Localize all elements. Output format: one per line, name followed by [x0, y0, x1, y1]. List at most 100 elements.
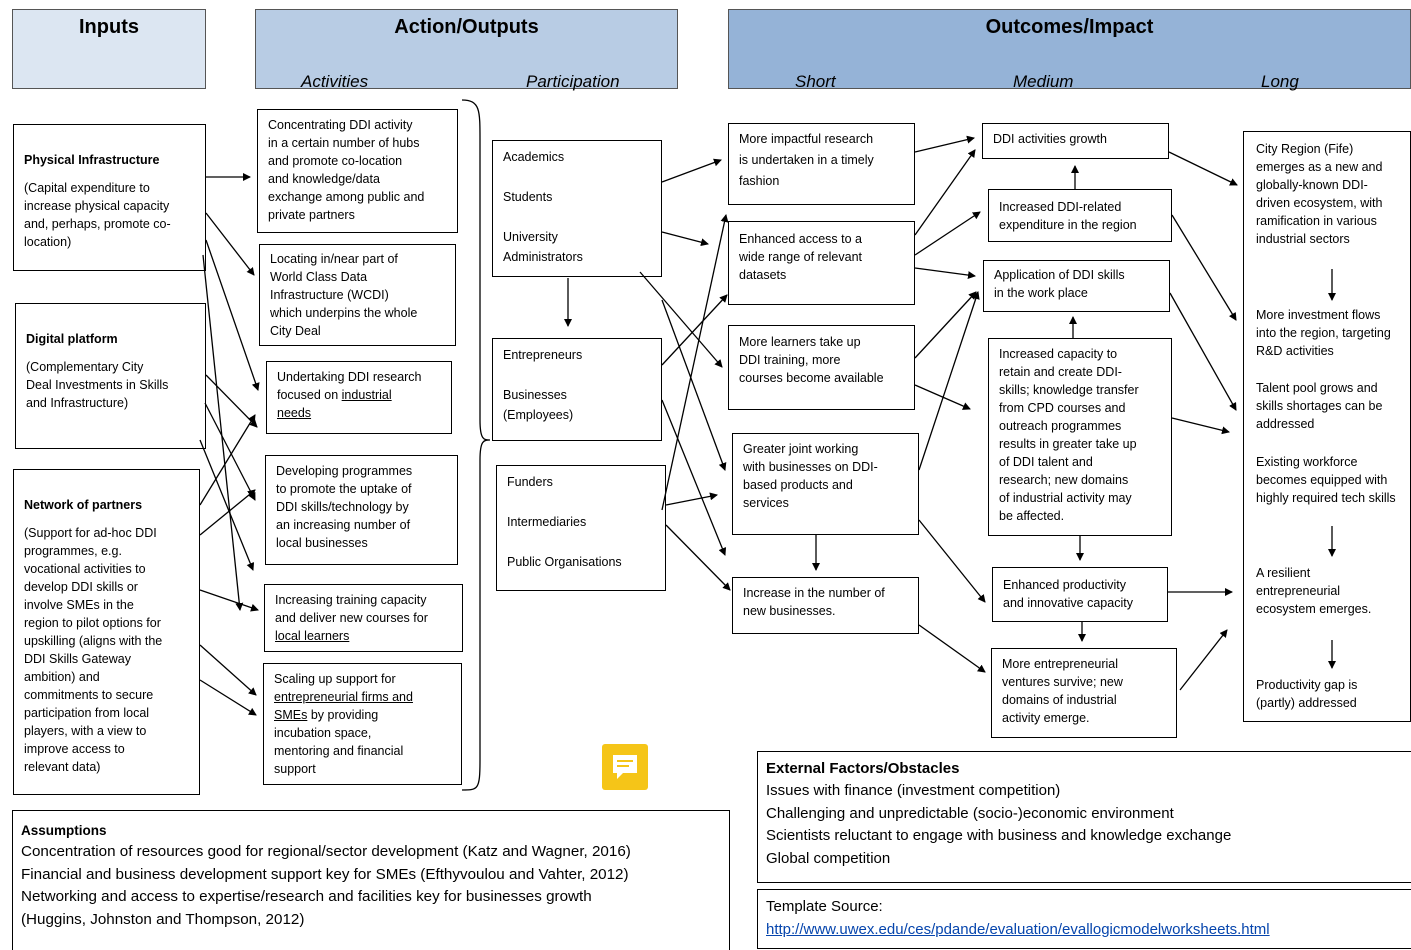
activity-underlined-text: entrepreneurial firms and	[274, 690, 413, 704]
short-enhanced-access: Enhanced access to a wide range of relev…	[728, 221, 915, 305]
participant-label: University	[503, 230, 558, 244]
input-text: and Infrastructure)	[26, 396, 129, 410]
medium-enhanced-productivity: Enhanced productivity and innovative cap…	[992, 567, 1168, 622]
input-text: involve SMEs in the	[24, 598, 134, 612]
input-text: and, perhaps, promote co-	[24, 217, 171, 231]
outcome-text: from CPD courses and	[999, 401, 1126, 415]
external-factor-item: Scientists reluctant to engage with busi…	[766, 827, 1232, 844]
arrow	[199, 489, 256, 536]
arrow	[199, 439, 255, 571]
participant-label: Academics	[503, 150, 565, 164]
input-text: commitments to secure	[24, 688, 154, 702]
input-digital-platform: Digital platform (Complementary City Dea…	[15, 303, 206, 449]
arrow	[914, 267, 976, 280]
outcome-text: Talent pool grows and	[1256, 381, 1378, 395]
activity-text: Scaling up support for	[274, 672, 396, 686]
outcome-text: be affected.	[999, 509, 1065, 523]
arrow	[665, 492, 718, 506]
activity-text: World Class Data	[270, 270, 368, 284]
arrow	[199, 679, 257, 716]
input-text: vocational activities to	[24, 562, 146, 576]
long-outcomes-box: City Region (Fife) emerges as a new and …	[1243, 131, 1411, 722]
input-text: (Complementary City	[26, 360, 144, 374]
outcome-text: wide range of relevant	[739, 250, 862, 264]
activity-text: focused on	[277, 388, 342, 402]
input-physical-infrastructure: Physical Infrastructure (Capital expendi…	[13, 124, 206, 271]
arrow	[199, 644, 257, 696]
activity-text: mentoring and financial	[274, 744, 404, 758]
input-text: location)	[24, 235, 72, 249]
template-source-label: Template Source:	[766, 898, 883, 915]
activity-developing-programmes: Developing programmes to promote the upt…	[265, 455, 458, 565]
outcome-text: DDI activities growth	[993, 132, 1107, 146]
activity-text: Undertaking DDI research	[277, 370, 422, 384]
participant-label: Public Organisations	[507, 555, 622, 569]
actions-title: Action/Outputs	[394, 16, 539, 38]
outcome-text: Productivity gap is	[1256, 678, 1358, 692]
arrow	[205, 374, 258, 428]
arrow	[199, 414, 256, 506]
long-productivity-gap: Productivity gap is (partly) addressed	[1256, 676, 1357, 712]
arrow	[661, 231, 709, 247]
outcome-text: ventures survive; new	[1002, 675, 1123, 689]
activity-text: Developing programmes	[276, 464, 413, 478]
outcome-text: outreach programmes	[999, 419, 1122, 433]
participant-label: Funders	[507, 475, 553, 489]
input-title: Network of partners	[24, 498, 143, 512]
arrow	[1171, 214, 1237, 321]
assumption-item: (Huggins, Johnston and Thompson, 2012)	[21, 910, 305, 928]
outcome-text: courses become available	[739, 371, 884, 385]
activity-text: Concentrating DDI activity	[268, 118, 413, 132]
outcome-text: research; new domains	[999, 473, 1129, 487]
outcome-text: domains of industrial	[1002, 693, 1117, 707]
input-text: (Support for ad-hoc DDI	[24, 526, 157, 540]
long-workforce: Existing workforce becomes equipped with…	[1256, 453, 1396, 507]
arrow	[914, 291, 977, 359]
arrow	[1179, 629, 1228, 691]
outcome-text: ecosystem emerges.	[1256, 602, 1372, 616]
arrow	[661, 158, 722, 183]
outcome-text: More learners take up	[739, 335, 861, 349]
long-ecosystem: City Region (Fife) emerges as a new and …	[1256, 140, 1382, 248]
inputs-title: Inputs	[79, 16, 139, 38]
external-factor-item: Global competition	[766, 849, 891, 867]
medium-ddi-expenditure: Increased DDI-related expenditure in the…	[988, 189, 1172, 242]
arrow	[199, 589, 259, 612]
activity-wcdi: Locating in/near part of World Class Dat…	[259, 244, 456, 346]
outcome-text: R&D activities	[1256, 344, 1334, 358]
arrow	[914, 384, 971, 410]
assumption-item: Concentration of resources good for regi…	[21, 843, 631, 860]
template-source-link[interactable]: http://www.uwex.edu/ces/pdande/evaluatio…	[766, 920, 1270, 938]
outcome-text: becomes equipped with	[1256, 473, 1388, 487]
assumptions-box: Assumptions Concentration of resources g…	[12, 810, 730, 950]
participant-label: Businesses	[503, 388, 567, 402]
external-factors-box: External Factors/Obstacles Issues with f…	[757, 751, 1411, 883]
outcome-text: ramification in various	[1256, 214, 1377, 228]
input-text: players, with a view to	[24, 724, 147, 738]
short-new-businesses: Increase in the number of new businesses…	[732, 577, 919, 634]
medium-entrepreneurial-ventures: More entrepreneurial ventures survive; n…	[991, 648, 1177, 738]
activity-training-capacity: Increasing training capacity and deliver…	[264, 584, 463, 652]
outcome-text: into the region, targeting	[1256, 326, 1391, 340]
outcome-text: fashion	[739, 174, 780, 188]
external-factor-item: Issues with finance (investment competit…	[766, 782, 1061, 799]
outcome-text: Enhanced access to a	[739, 232, 862, 246]
arrow	[661, 399, 727, 556]
comment-icon[interactable]	[602, 744, 648, 790]
inputs-header: Inputs	[12, 9, 206, 89]
arrow	[665, 524, 731, 591]
outcome-text: of DDI talent and	[999, 455, 1093, 469]
input-text: increase physical capacity	[24, 199, 170, 213]
outcome-text: skills; knowledge transfer	[999, 383, 1139, 397]
bracket	[461, 99, 491, 791]
arrow	[914, 211, 981, 256]
outcome-text: DDI training, more	[739, 353, 841, 367]
activity-text: and promote co-location	[268, 154, 403, 168]
input-text: region to pilot options for	[24, 616, 161, 630]
outcome-text: entrepreneurial	[1256, 584, 1341, 598]
input-network-of-partners: Network of partners (Support for ad-hoc …	[13, 469, 200, 795]
outcome-text: datasets	[739, 268, 787, 282]
outcome-text: activity emerge.	[1002, 711, 1090, 725]
outcome-text: globally-known DDI-	[1256, 178, 1368, 192]
outcome-text: Existing workforce	[1256, 455, 1358, 469]
